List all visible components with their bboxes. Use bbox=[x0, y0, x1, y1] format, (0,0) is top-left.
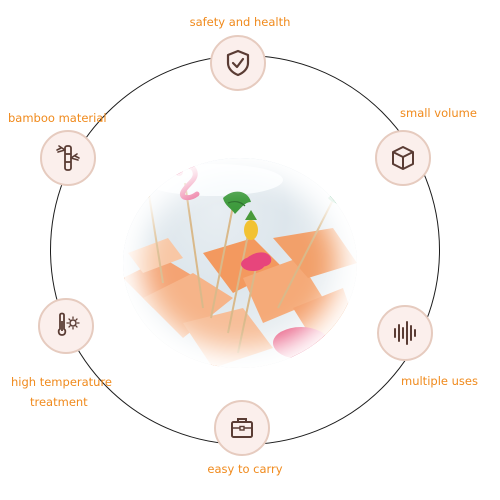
sound-wave-icon bbox=[394, 321, 416, 345]
melon-piece bbox=[128, 238, 183, 273]
label-treatment: treatment bbox=[30, 395, 88, 409]
briefcase-icon bbox=[231, 418, 253, 438]
flamingo-pick-bottom bbox=[241, 252, 272, 271]
palm-leaf-pick bbox=[223, 191, 251, 214]
bamboo-stick bbox=[277, 195, 336, 309]
label-small-volume: small volume bbox=[400, 106, 477, 120]
label-safety-and-health: safety and health bbox=[189, 15, 291, 29]
label-easy-to-carry: easy to carry bbox=[207, 462, 283, 476]
melon-piece bbox=[203, 238, 283, 293]
bamboo-stick bbox=[237, 257, 259, 354]
label-bamboo-material: bamboo material bbox=[8, 111, 107, 125]
pineapple-pick bbox=[244, 210, 258, 240]
bamboo-icon-badge bbox=[40, 130, 96, 186]
melon-piece bbox=[123, 258, 193, 308]
volume-icon-badge bbox=[375, 130, 431, 186]
bamboo-stick bbox=[210, 205, 234, 319]
melon-piece bbox=[243, 258, 323, 323]
melon-piece bbox=[273, 228, 357, 278]
melon-piece bbox=[183, 308, 273, 368]
cube-icon bbox=[392, 146, 414, 170]
shield-check-icon bbox=[226, 49, 250, 77]
melon-piece bbox=[143, 273, 233, 338]
label-high-temperature: high temperature bbox=[11, 375, 113, 389]
label-multiple-uses: multiple uses bbox=[401, 374, 478, 388]
temperature-icon-badge bbox=[38, 298, 94, 354]
cocktail-picks-illustration bbox=[123, 163, 357, 368]
multiple-uses-icon-badge bbox=[377, 305, 433, 361]
bamboo-stick bbox=[227, 219, 252, 334]
thermometer-sun-icon bbox=[57, 312, 80, 336]
carry-icon-badge bbox=[214, 400, 270, 456]
safety-icon-badge bbox=[210, 35, 266, 91]
bamboo-stick bbox=[184, 182, 204, 309]
product-photo bbox=[123, 158, 357, 368]
bamboo-icon bbox=[56, 145, 80, 171]
